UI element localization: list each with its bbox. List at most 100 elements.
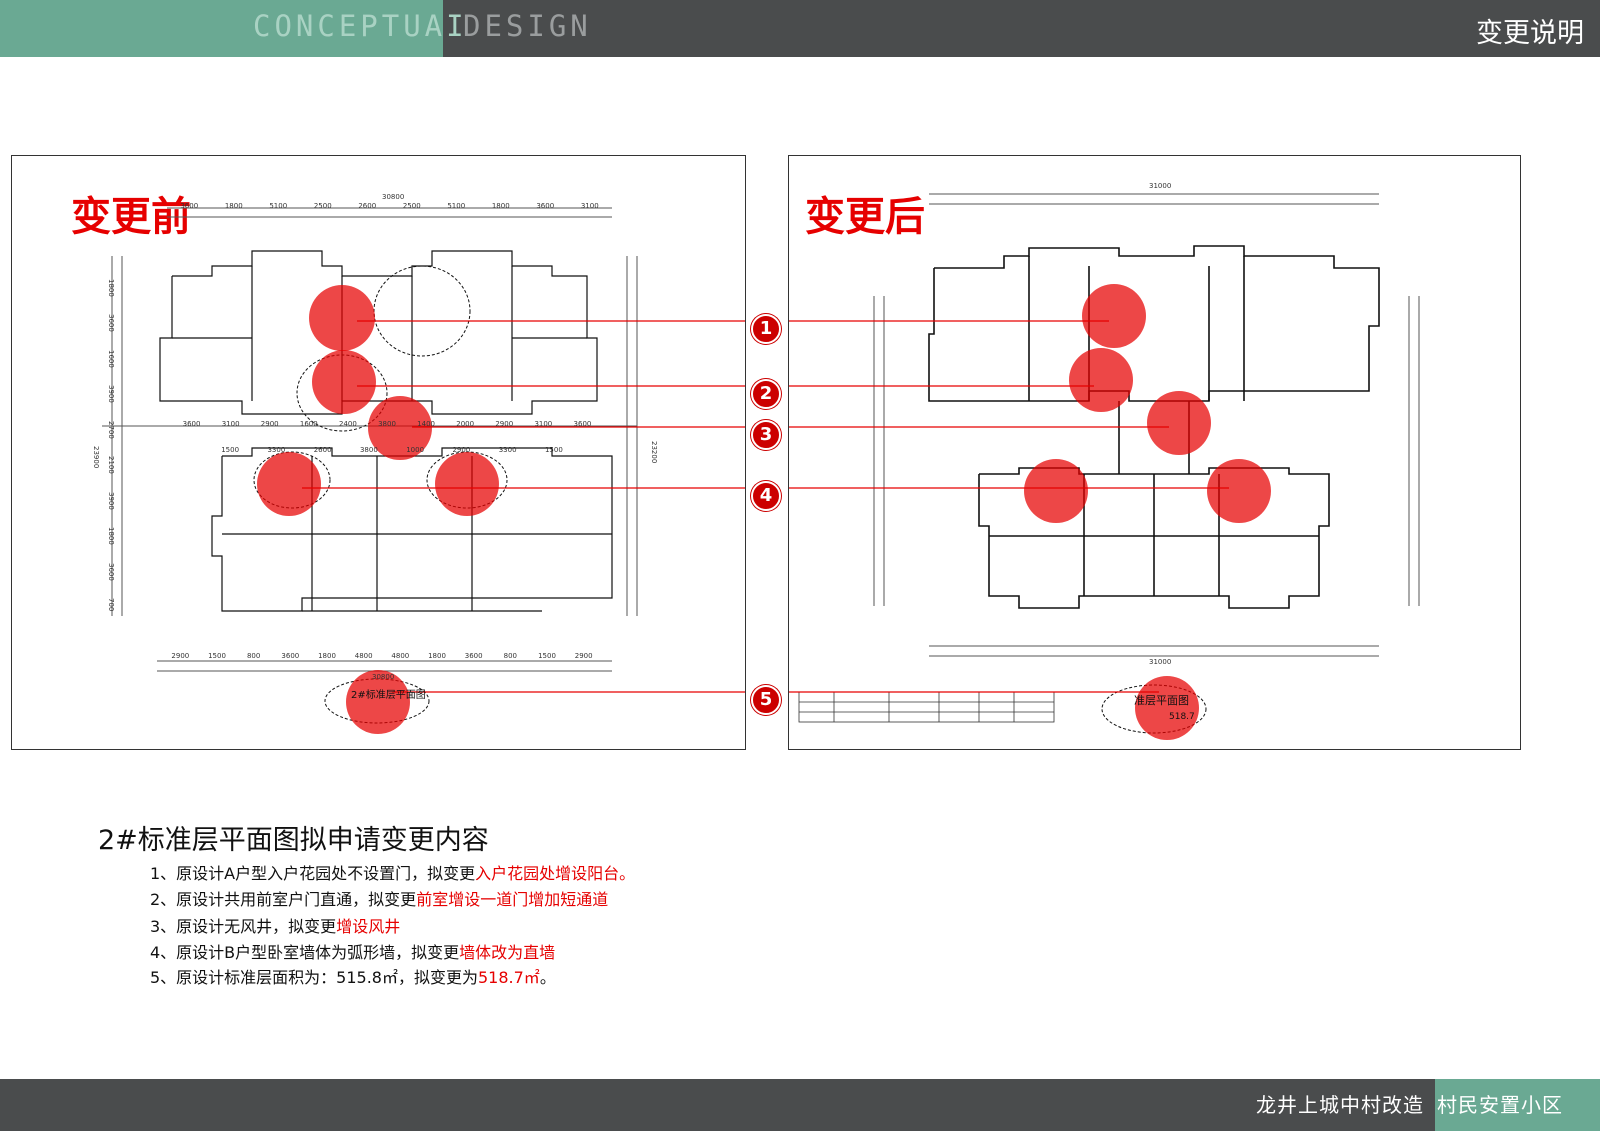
header-bar: CONCEPTUAI DESIGN 变更说明 [0,0,1600,57]
dimension-label: 2900 [452,446,471,454]
dimension-label: 3900 [107,385,115,404]
dimension-label: 1500 [544,446,563,454]
dimension-label: 3600 [464,652,483,660]
dimension-label: 2500 [313,202,332,210]
dimension-label: 2400 [338,420,357,428]
dimension-label: 3800 [359,446,378,454]
change-list-title: 2#标准层平面图拟申请变更内容 [98,825,489,856]
change-item-4: 4、原设计B户型卧室墙体为弧形墙，拟变更墙体改为直墙 [150,939,555,963]
dimension-label: 3600 [107,562,115,581]
dimension-label: 2700 [107,420,115,439]
dimension-label: 3100 [534,420,553,428]
dimension-label: 3900 [107,491,115,510]
dimension-label: 3100 [580,202,599,210]
marker-1: 1 [751,314,781,344]
after-label: 变更后 [805,194,925,240]
dimension-label: 3600 [107,314,115,333]
change-item-2-text: 2、原设计共用前室户门直通，拟变更 [150,890,417,909]
before-bottom-total: 30800 [372,673,395,681]
dimension-label: 2900 [574,652,593,660]
dimension-label: 1500 [208,652,226,660]
change-item-3: 3、原设计无风井，拟变更增设风井 [150,913,400,937]
dimension-label: 5100 [447,202,466,210]
before-left-total: 23900 [92,446,100,469]
dimension-label: 2500 [402,202,421,210]
dimension-label: 2600 [313,446,332,454]
after-floor-plan [789,193,1420,740]
dimension-label: 1500 [221,446,240,454]
change-item-5-text: 5、原设计标准层面积为：515.8㎡，拟变更为 [150,968,478,987]
change-item-4-text: 4、原设计B户型卧室墙体为弧形墙，拟变更 [150,943,460,962]
dimension-label: 3600 [536,202,555,210]
dimension-label: 1600 [107,349,115,368]
change-item-5-suffix: 。 [539,968,556,987]
before-left-dimensions: 1800 3600 1600 3900 2700 2100 3900 1800 3600 700 [107,261,119,616]
dimension-label: 2900 [260,420,279,428]
before-mid2-dimensions: 1500 3300 2600 3800 1000 2900 3300 1500 [207,446,577,458]
before-plan-title: 2#标准层平面图 [351,690,426,701]
dimension-label: 1800 [428,652,446,660]
dimension-label: 1800 [318,652,336,660]
dimension-label: 4800 [391,652,410,660]
after-bottom-total: 31000 [1149,658,1172,666]
change-item-4-highlight: 墙体改为直墙 [459,943,556,962]
change-item-1-highlight: 入户花园处增设阳台。 [475,864,636,883]
before-mid-dimensions: 3600 3100 2900 1600 2400 3800 1400 2000 2900 3100… [172,420,602,432]
dimension-label: 3600 [182,420,201,428]
change-item-5: 5、原设计标准层面积为：515.8㎡，拟变更为518.7㎡。 [150,964,556,988]
change-item-1-text: 1、原设计A户型入户花园处不设置门，拟变更 [150,864,476,883]
change-item-3-text: 3、原设计无风井，拟变更 [150,917,337,936]
brand-text-part1: CONCEPTUAI [253,9,468,43]
marker-5: 5 [751,685,781,715]
dimension-label: 3600 [281,652,300,660]
dimension-label: 1400 [417,420,435,428]
dimension-label: 5100 [269,202,288,210]
before-top-total: 30800 [382,193,405,201]
dimension-label: 2900 [171,652,190,660]
dimension-label: 800 [246,652,261,660]
dimension-label: 2000 [456,420,475,428]
change-item-5-highlight: 518.7㎡ [478,968,540,987]
brand-text-part2: DESIGN [463,9,592,43]
change-item-1: 1、原设计A户型入户花园处不设置门，拟变更入户花园处增设阳台。 [150,860,635,884]
change-item-2: 2、原设计共用前室户门直通，拟变更前室增设一道门增加短通道 [150,886,608,910]
after-plan-panel: 变更后 [788,155,1521,750]
dimension-label: 2600 [358,202,377,210]
before-top-dimensions: 3600 1800 5100 2500 2600 2500 5100 1800 3600 3100 [167,202,612,214]
dimension-label: 1000 [406,446,425,454]
footer-project-subtitle: 村民安置小区 [1437,1093,1563,1117]
dimension-label: 2100 [107,456,115,475]
before-floor-plan [102,207,745,734]
marker-2: 2 [751,379,781,409]
dimension-label: 3100 [221,420,240,428]
dimension-label: 2900 [495,420,514,428]
dimension-label: 1800 [107,527,115,546]
dimension-label: 3300 [267,446,286,454]
dimension-label: 1800 [224,202,243,210]
change-item-2-highlight: 前室增设一道门增加短通道 [416,890,609,909]
dimension-label: 700 [107,598,115,612]
footer-bar: 龙井上城中村改造 村民安置小区 [0,1079,1600,1131]
before-bottom-dimensions: 2900 1500 800 3600 1800 4800 4800 1800 3600 800 15… [162,652,602,664]
after-plan-area: 518.7 [1169,712,1195,722]
dimension-label: 1500 [538,652,556,660]
dimension-label: 1800 [107,278,115,297]
dimension-label: 1600 [299,420,318,428]
page-title: 变更说明 [1476,18,1584,49]
dimension-label: 3600 [573,420,592,428]
footer-accent-block [1435,1079,1600,1131]
dimension-label: 3300 [498,446,517,454]
header-accent-block [0,0,443,57]
before-plan-panel: 变更前 [11,155,746,750]
dimension-label: 3800 [378,420,396,428]
dimension-label: 4800 [354,652,373,660]
marker-4: 4 [751,481,781,511]
change-item-3-highlight: 增设风井 [336,917,401,936]
dimension-label: 1800 [491,202,510,210]
marker-3: 3 [751,420,781,450]
after-top-total: 31000 [1149,182,1172,190]
dimension-label: 3600 [180,202,199,210]
after-plan-title: 准层平面图 [1134,694,1189,707]
before-right-total: 23200 [650,441,658,464]
dimension-label: 800 [503,652,518,660]
